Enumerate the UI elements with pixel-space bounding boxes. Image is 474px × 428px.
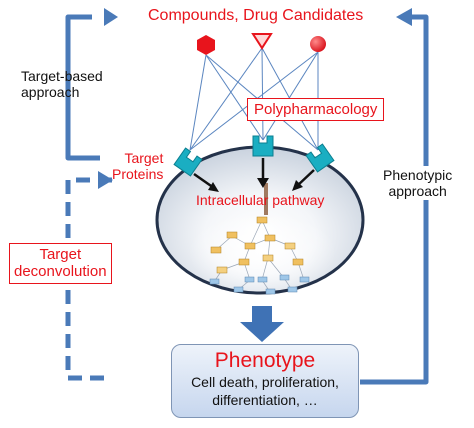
- receptor-left-icon: [173, 147, 203, 177]
- target-proteins-label: Target Proteins: [112, 150, 164, 183]
- compound-circle-icon: [310, 36, 326, 52]
- compound-triangle-icon: [251, 33, 273, 50]
- arrowhead-left: [208, 182, 219, 192]
- phenotypic-arrowhead: [396, 8, 412, 26]
- signal-stem: [264, 183, 268, 215]
- compounds-label: Compounds, Drug Candidates: [148, 7, 364, 24]
- arrowhead-right: [292, 180, 303, 191]
- target-based-bracket: [65, 14, 100, 161]
- deconvolution-arrowhead: [98, 171, 113, 189]
- compound-hexagon-icon: [197, 35, 215, 55]
- target-based-arrowhead: [104, 8, 118, 26]
- phenotype-title: Phenotype: [214, 349, 316, 372]
- phenotypic-approach-label: Phenotypic approach: [381, 166, 455, 201]
- receptor-right-icon: [305, 143, 335, 173]
- phenotype-box: Phenotype Cell death, proliferation, dif…: [171, 344, 359, 418]
- polypharmacology-label: Polypharmacology: [247, 98, 385, 122]
- target-deconvolution-label: Target deconvolution: [9, 243, 112, 284]
- target-based-label: Target-based approach: [21, 68, 103, 101]
- arrowhead-center: [257, 178, 269, 188]
- intracellular-pathway-label: Intracellular pathway: [196, 192, 325, 208]
- phenotype-description: Cell death, proliferation, differentiati…: [191, 374, 339, 408]
- phenotype-arrow: [240, 306, 284, 342]
- signal-arrows: [193, 158, 315, 190]
- receptor-center-icon: [252, 135, 274, 157]
- pathway-nodes: [209, 216, 310, 295]
